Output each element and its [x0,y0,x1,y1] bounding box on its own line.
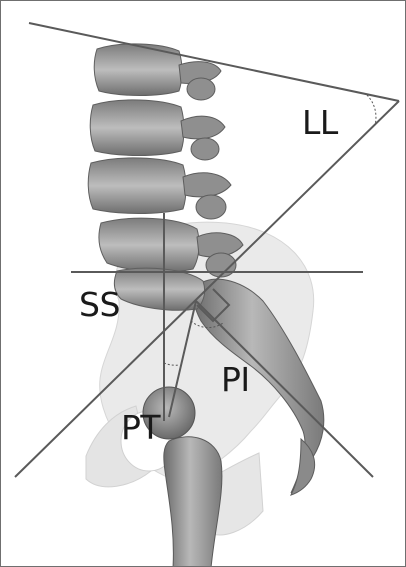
ll-angle-arc [367,95,376,125]
ll-label: LL [302,106,338,139]
pt-label: PT [121,411,160,444]
ss-label: SS [79,288,120,321]
pi-label: PI [221,363,250,396]
